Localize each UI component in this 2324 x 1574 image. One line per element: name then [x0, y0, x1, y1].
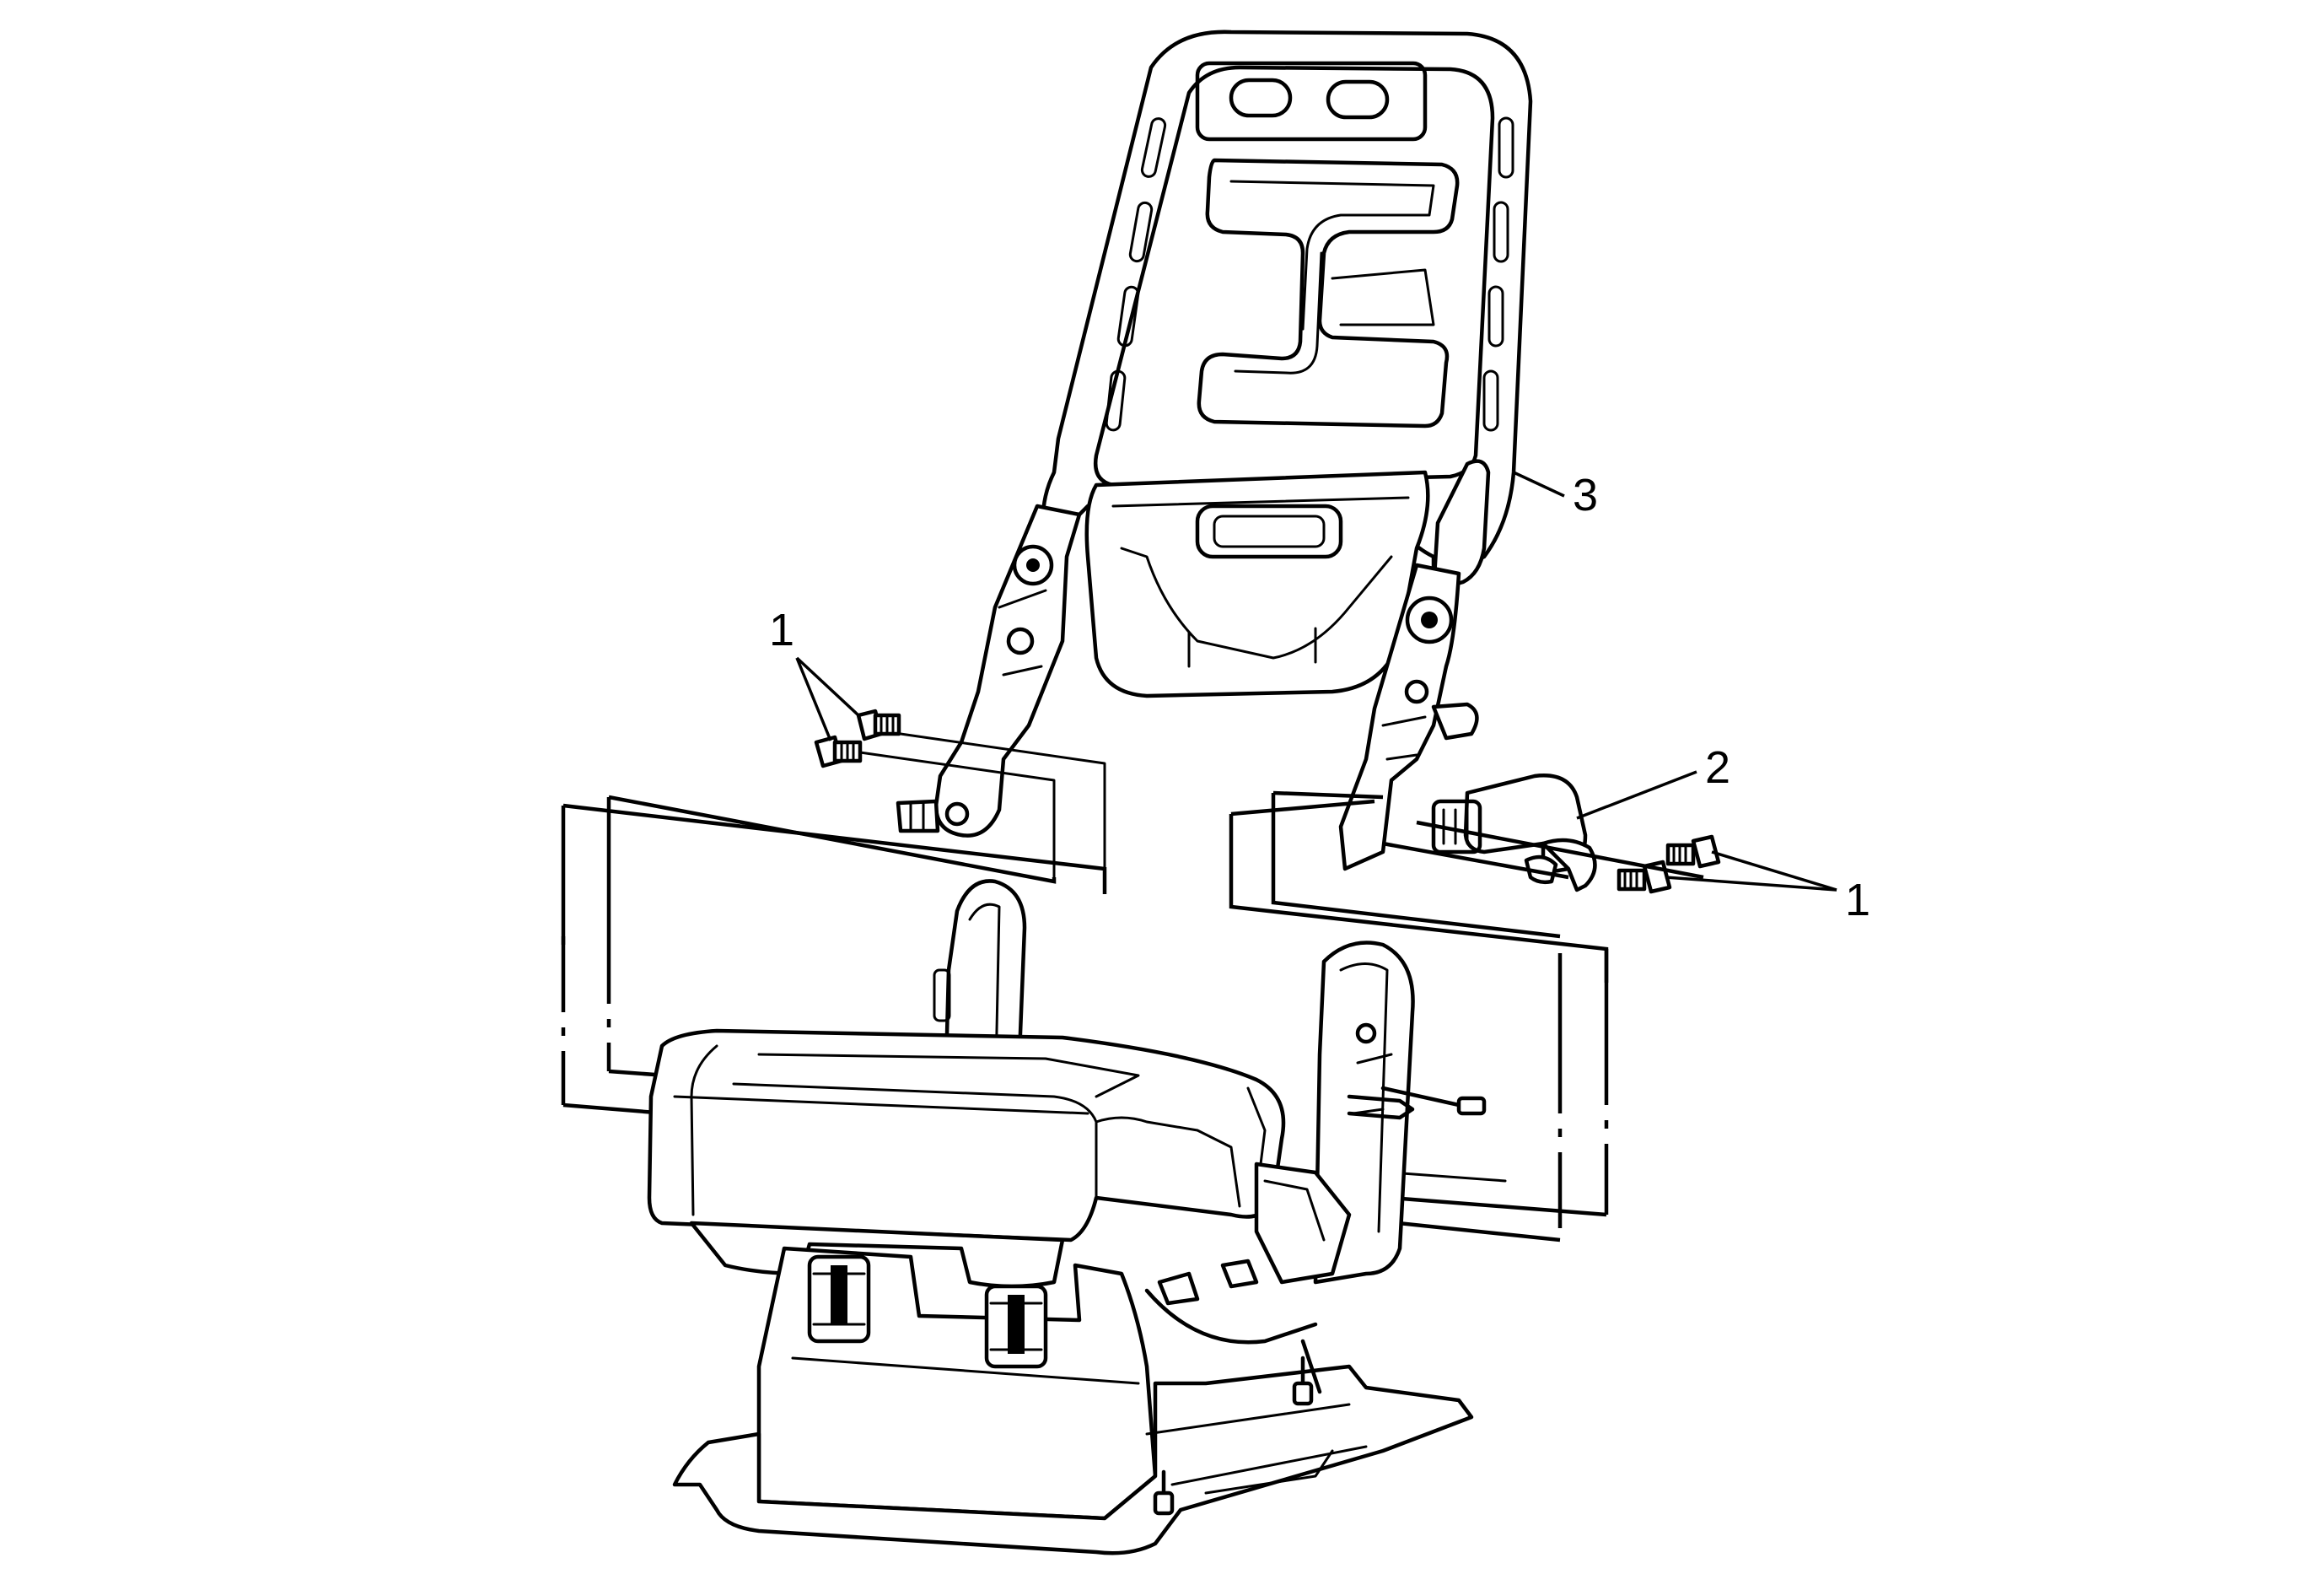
frame-slot-left-icon [1229, 78, 1293, 118]
callout-1-left: 1 [769, 605, 860, 741]
callout-label-seat-belt-buckle: 2 [1705, 742, 1730, 793]
seat-back-frame [1041, 30, 1533, 698]
callout-label-seat-back-frame: 3 [1573, 470, 1598, 520]
frame-slot-right-icon [1326, 79, 1390, 120]
alignment-lines [561, 732, 1704, 1242]
bolt-upper-right-icon [1665, 834, 1721, 869]
frame-pan-slot-icon [1195, 504, 1343, 559]
recliner-pivot-right-icon [1405, 596, 1454, 644]
frame-side-holes-right [1482, 116, 1514, 432]
pedestal-hinge-left-icon [807, 1254, 871, 1344]
callout-label-bolts-left: 1 [769, 605, 794, 655]
callout-1-right: 1 [1665, 850, 1870, 925]
pedestal-hinge-right-icon [984, 1284, 1048, 1369]
callout-3: 3 [1513, 470, 1598, 520]
recliner-pivot-left-icon [1012, 544, 1054, 586]
callout-2: 2 [1576, 742, 1730, 820]
wire-connector-icon [1456, 1096, 1487, 1116]
left-recliner-bracket [896, 504, 1082, 838]
callout-label-bolts-right: 1 [1845, 875, 1870, 925]
seat-belt-buckle [1431, 774, 1597, 892]
bolt-lower-left-icon [814, 735, 863, 768]
right-recliner-bracket [1338, 563, 1479, 871]
bolt-upper-left-icon [856, 709, 901, 741]
seat-cushion [647, 879, 1487, 1555]
base-studs-icon [1153, 1339, 1322, 1516]
frame-side-holes-left [1105, 117, 1167, 432]
